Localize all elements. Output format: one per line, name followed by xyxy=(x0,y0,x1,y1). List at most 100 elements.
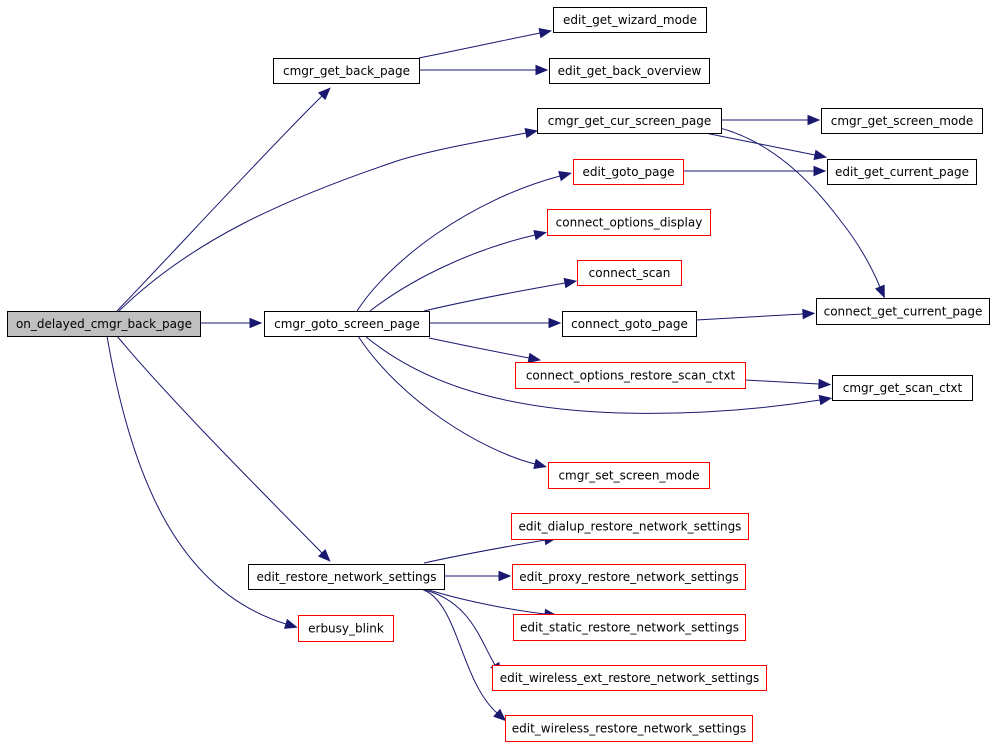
node-edit-get-back-overview[interactable]: edit_get_back_overview xyxy=(549,58,710,84)
node-label: edit_get_back_overview xyxy=(558,64,702,78)
arrowhead-icon xyxy=(818,394,833,406)
node-label: cmgr_get_back_page xyxy=(283,64,410,78)
call-edge-cur-screen-to-screen-mode xyxy=(721,114,821,126)
edge-line xyxy=(116,335,323,554)
arrowhead-icon xyxy=(818,378,832,390)
arrowhead-icon xyxy=(493,708,507,722)
node-box[interactable] xyxy=(537,108,722,134)
node-connect-get-current-page[interactable]: connect_get_current_page xyxy=(816,298,990,325)
node-label: edit_restore_network_settings xyxy=(256,570,436,584)
node-edit-wireless-restore-network-settings[interactable]: edit_wireless_restore_network_settings xyxy=(505,715,753,742)
arrowhead-icon xyxy=(802,308,816,320)
node-box[interactable] xyxy=(511,513,749,540)
node-box[interactable] xyxy=(832,375,973,401)
function-nodes: on_delayed_cmgr_back_page cmgr_get_back_p… xyxy=(7,7,990,742)
node-box[interactable] xyxy=(577,260,682,286)
node-box[interactable] xyxy=(827,159,977,185)
node-box[interactable] xyxy=(553,7,707,33)
arrowhead-icon xyxy=(533,458,547,469)
arrowhead-icon xyxy=(538,27,553,39)
call-edge-goto-screen-to-goto-page xyxy=(356,171,572,312)
arrowhead-icon xyxy=(563,277,578,289)
edge-line xyxy=(356,175,561,312)
call-edge-goto-screen-to-opt-display xyxy=(369,230,548,312)
call-edges xyxy=(106,27,885,722)
node-edit-static-restore-network-settings[interactable]: edit_static_restore_network_settings xyxy=(513,614,746,641)
node-box[interactable] xyxy=(7,311,201,337)
node-box[interactable] xyxy=(248,564,445,590)
call-edge-on-delayed-to-goto-screen xyxy=(200,317,263,329)
node-edit-get-wizard-mode[interactable]: edit_get_wizard_mode xyxy=(553,7,707,33)
edge-line xyxy=(423,282,566,312)
call-edge-restore-net-to-wireless xyxy=(420,588,507,722)
arrowhead-icon xyxy=(498,570,512,582)
node-on-delayed-cmgr-back-page[interactable]: on_delayed_cmgr_back_page xyxy=(7,311,201,337)
node-label: edit_wireless_ext_restore_network_settin… xyxy=(500,671,759,685)
node-label: connect_options_restore_scan_ctxt xyxy=(526,369,736,383)
node-box[interactable] xyxy=(562,311,697,337)
node-box[interactable] xyxy=(264,311,430,337)
edge-line xyxy=(420,588,498,714)
node-connect-options-restore-scan-ctxt[interactable]: connect_options_restore_scan_ctxt xyxy=(515,362,746,389)
arrowhead-icon xyxy=(249,317,263,329)
node-box[interactable] xyxy=(505,715,753,742)
node-cmgr-get-screen-mode[interactable]: cmgr_get_screen_mode xyxy=(821,108,983,134)
node-box[interactable] xyxy=(298,615,394,642)
call-edge-goto-screen-to-restore-scan xyxy=(428,337,542,364)
node-label: cmgr_get_cur_screen_page xyxy=(548,114,712,128)
arrowhead-icon xyxy=(283,618,298,629)
call-edge-back-page-to-back-ov xyxy=(419,64,549,76)
node-connect-goto-page[interactable]: connect_goto_page xyxy=(562,311,697,337)
arrowhead-icon xyxy=(813,165,827,177)
arrowhead-icon xyxy=(527,352,542,364)
call-edge-goto-page-to-cur-page xyxy=(683,165,827,177)
edge-line xyxy=(715,126,881,288)
node-edit-restore-network-settings[interactable]: edit_restore_network_settings xyxy=(248,564,445,590)
edge-line xyxy=(704,132,816,156)
edge-line xyxy=(364,335,821,414)
node-box[interactable] xyxy=(573,159,684,185)
node-cmgr-get-back-page[interactable]: cmgr_get_back_page xyxy=(273,58,420,84)
node-box[interactable] xyxy=(816,298,990,325)
edge-line xyxy=(428,337,530,359)
node-label: edit_static_restore_network_settings xyxy=(520,621,739,635)
node-cmgr-get-cur-screen-page[interactable]: cmgr_get_cur_screen_page xyxy=(537,108,722,134)
call-edge-on-delayed-to-cur-screen xyxy=(118,127,539,312)
node-label: connect_scan xyxy=(589,266,671,280)
node-edit-proxy-restore-network-settings[interactable]: edit_proxy_restore_network_settings xyxy=(512,564,746,590)
node-box[interactable] xyxy=(492,665,767,691)
call-edge-goto-screen-to-scan xyxy=(423,277,578,312)
node-box[interactable] xyxy=(273,58,420,84)
arrowhead-icon xyxy=(813,149,828,161)
node-box[interactable] xyxy=(515,362,746,389)
node-box[interactable] xyxy=(513,614,746,641)
node-edit-wireless-ext-restore-network-settings[interactable]: edit_wireless_ext_restore_network_settin… xyxy=(492,665,767,691)
node-label: cmgr_get_screen_mode xyxy=(831,114,973,128)
edge-line xyxy=(420,588,496,666)
call-edge-on-delayed-to-back-page xyxy=(116,87,331,312)
node-box[interactable] xyxy=(512,564,746,590)
arrowhead-icon xyxy=(558,171,572,182)
call-edge-c-goto-to-c-cur xyxy=(695,308,816,321)
node-edit-get-current-page[interactable]: edit_get_current_page xyxy=(827,159,977,185)
node-cmgr-goto-screen-page[interactable]: cmgr_goto_screen_page xyxy=(264,311,430,337)
node-box[interactable] xyxy=(549,58,710,84)
node-erbusy-blink[interactable]: erbusy_blink xyxy=(298,615,394,642)
node-edit-dialup-restore-network-settings[interactable]: edit_dialup_restore_network_settings xyxy=(511,513,749,540)
node-connect-options-display[interactable]: connect_options_display xyxy=(547,209,711,236)
node-edit-goto-page[interactable]: edit_goto_page xyxy=(573,159,684,185)
arrowhead-icon xyxy=(807,114,821,126)
node-box[interactable] xyxy=(548,462,710,489)
node-label: erbusy_blink xyxy=(308,622,384,636)
node-connect-scan[interactable]: connect_scan xyxy=(577,260,682,286)
node-box[interactable] xyxy=(821,108,983,134)
node-cmgr-get-scan-ctxt[interactable]: cmgr_get_scan_ctxt xyxy=(832,375,973,401)
node-cmgr-set-screen-mode[interactable]: cmgr_set_screen_mode xyxy=(548,462,710,489)
call-edge-restore-net-to-wext xyxy=(420,588,502,676)
node-box[interactable] xyxy=(547,209,711,236)
node-label: cmgr_goto_screen_page xyxy=(274,317,420,331)
node-label: edit_goto_page xyxy=(582,165,674,179)
edge-line xyxy=(106,335,287,625)
edge-line xyxy=(418,32,541,59)
